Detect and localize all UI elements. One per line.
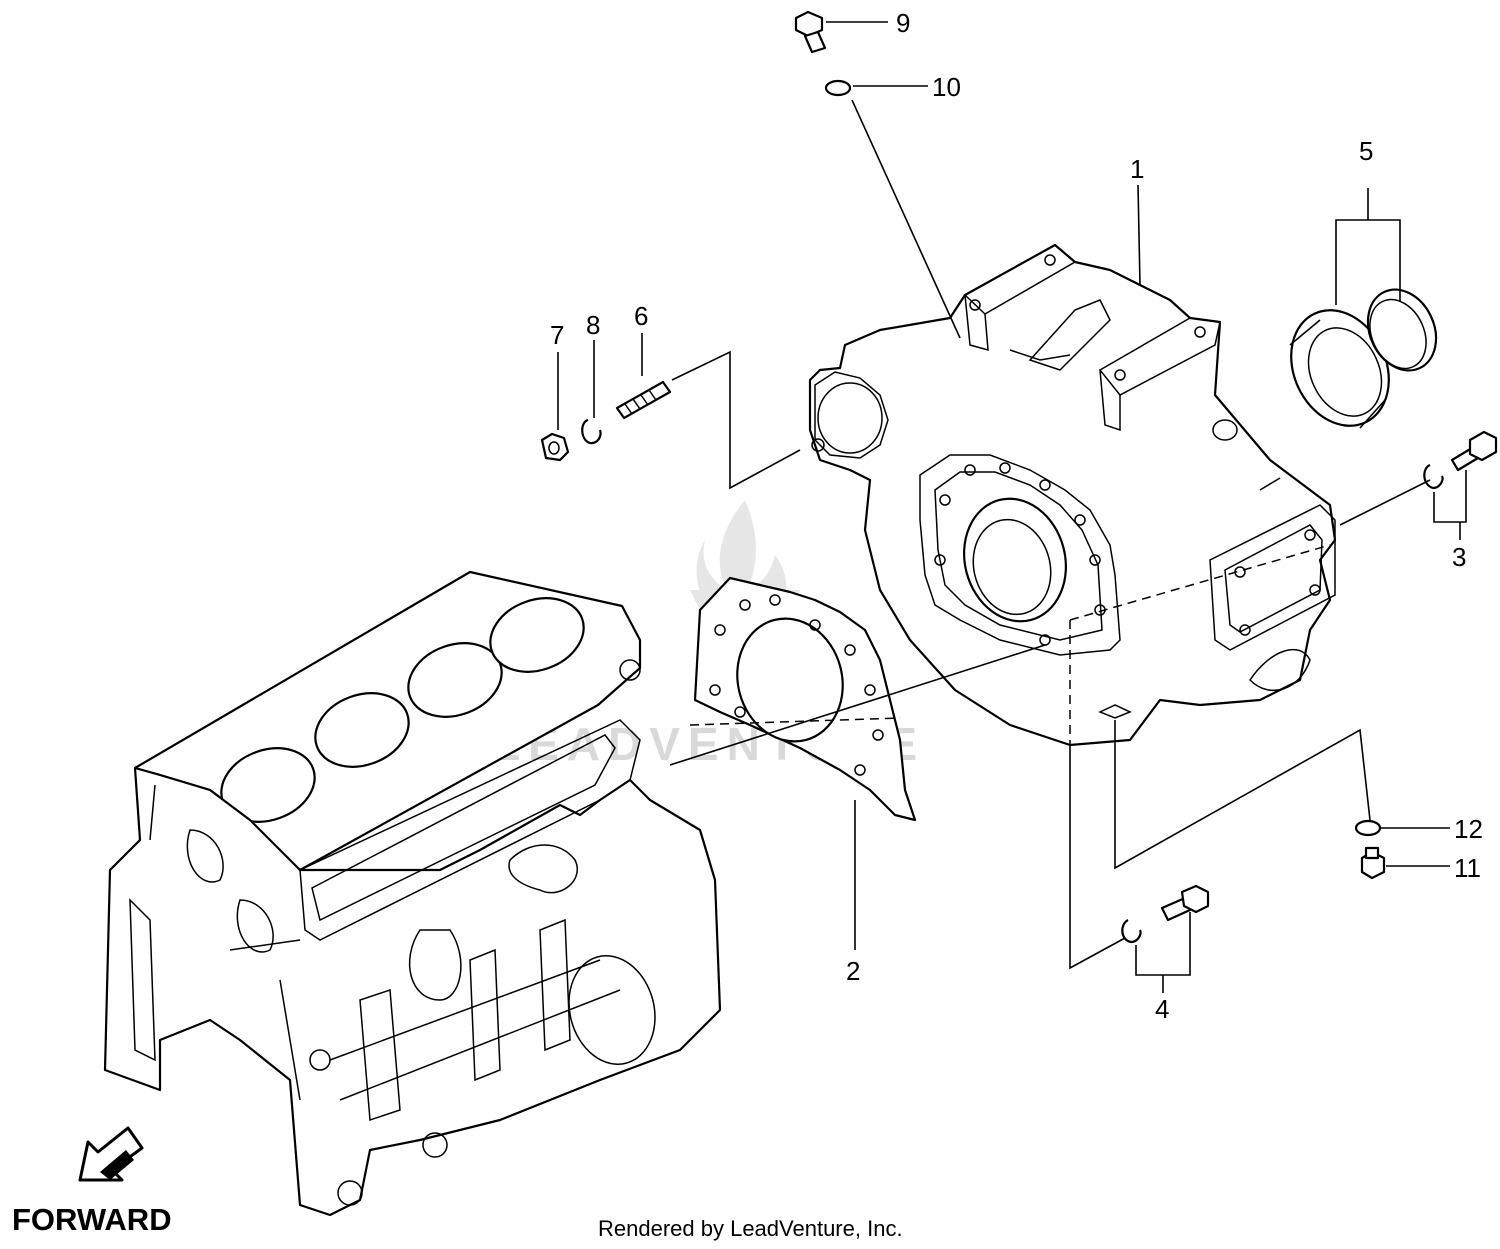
callout-9: 9 [896, 8, 910, 38]
bolt-9 [794, 10, 827, 54]
leader-lines [557, 21, 1467, 993]
callout-6: 6 [634, 301, 648, 331]
bolt-4 [1160, 884, 1210, 922]
forward-arrow-icon [78, 1126, 144, 1182]
callout-2: 2 [846, 956, 860, 986]
oil-seals [1289, 288, 1438, 429]
engine-block [103, 570, 722, 1217]
direction-label: FORWARD [12, 1202, 172, 1237]
rear-plate-gasket [693, 576, 917, 822]
washer-3 [1423, 463, 1444, 490]
flywheel-housing [808, 243, 1337, 747]
callout-12: 12 [1454, 814, 1483, 844]
bolt-3 [1450, 430, 1498, 472]
washer-8 [581, 418, 602, 445]
callout-4: 4 [1155, 994, 1169, 1024]
hidden-lines [689, 544, 1331, 745]
callout-10: 10 [932, 72, 961, 102]
callout-5: 5 [1359, 136, 1373, 166]
callout-3: 3 [1452, 542, 1466, 572]
nut-7 [540, 432, 570, 462]
plug-11 [1360, 846, 1386, 880]
washer-4 [1121, 919, 1142, 944]
washer-12 [1354, 819, 1382, 837]
callout-8: 8 [586, 310, 600, 340]
callout-11: 11 [1454, 853, 1481, 883]
credit-text: Rendered by LeadVenture, Inc. [598, 1216, 903, 1241]
stud-6 [615, 380, 672, 420]
callout-1: 1 [1130, 154, 1144, 184]
callout-7: 7 [550, 320, 564, 350]
callout-labels: 1 2 3 4 5 6 7 8 9 10 11 12 [550, 8, 1483, 1024]
washer-10 [824, 79, 852, 97]
